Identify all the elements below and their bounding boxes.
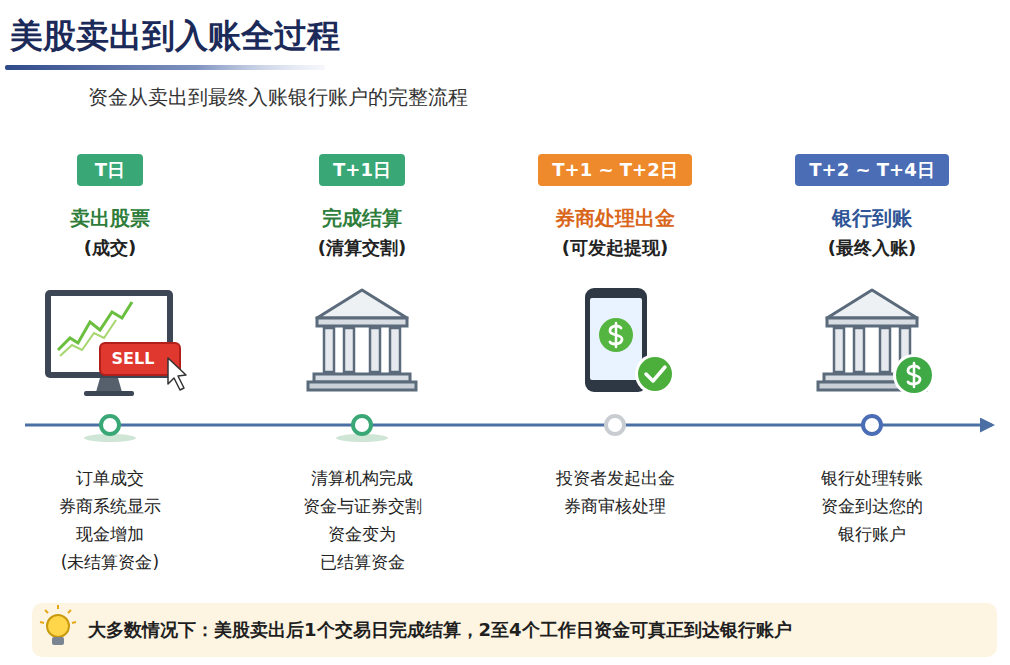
day-badge: T日 (77, 154, 143, 186)
stage-heading: 卖出股票 (70, 205, 150, 232)
day-label: T+1日 (333, 158, 391, 182)
day-label: T+2 ~ T+4日 (809, 158, 934, 182)
day-badge: T+1日 (319, 154, 405, 186)
tip-text: 大多数情况下：美股卖出后1个交易日完成结算，2至4个工作日资金可真正到达银行账户 (88, 618, 985, 642)
day-badge: T+2 ~ T+4日 (795, 154, 948, 186)
stage-description: 订单成交 券商系统显示 现金增加 (未结算资金) (59, 464, 161, 576)
day-badge: T+1 ~ T+2日 (538, 154, 691, 186)
stage-description: 清算机构完成 资金与证券交割 资金变为 已结算资金 (303, 464, 422, 576)
stage-heading: 券商处理出金 (555, 205, 675, 232)
stage-subheading: (最终入账) (828, 236, 916, 260)
stage-subheading: (成交) (84, 236, 136, 260)
stage-heading: 完成结算 (322, 205, 402, 232)
stage-description: 银行处理转账 资金到达您的 银行账户 (821, 464, 923, 548)
stage-subheading: (清算交割) (318, 236, 406, 260)
stage-subheading: (可发起提现) (562, 236, 668, 260)
day-label: T日 (91, 158, 129, 182)
day-label: T+1 ~ T+2日 (552, 158, 677, 182)
title: 美股卖出到入账全过程 (10, 14, 340, 59)
stage-heading: 银行到账 (832, 205, 912, 232)
tip-box: 大多数情况下：美股卖出后1个交易日完成结算，2至4个工作日资金可真正到达银行账户 (32, 603, 997, 657)
subtitle: 资金从卖出到最终入账银行账户的完整流程 (88, 84, 468, 111)
stage-description: 投资者发起出金 券商审核处理 (556, 464, 675, 520)
sell-button-text: SELL (112, 349, 155, 368)
